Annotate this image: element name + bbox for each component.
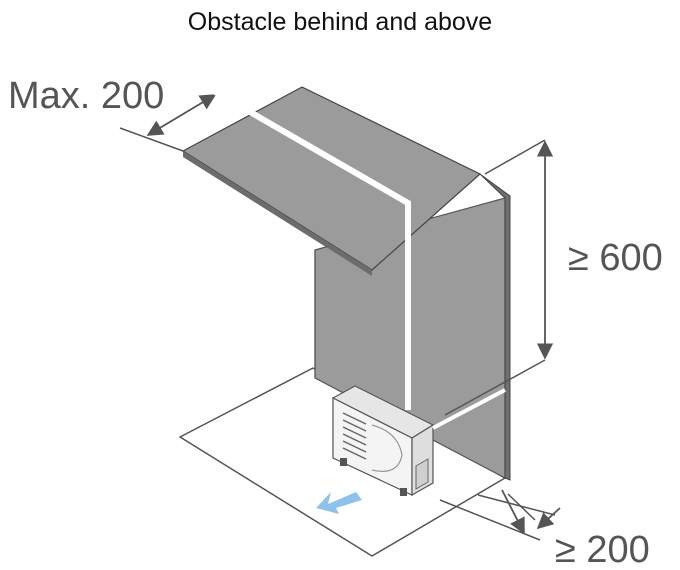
front-min-label: ≥ 200 — [555, 529, 650, 570]
overhang-max-label: Max. 200 — [8, 75, 164, 117]
height-lower-extension — [444, 359, 546, 416]
back-wall-edge — [479, 173, 511, 481]
front-extension-line-2 — [439, 499, 541, 541]
top-obstacle-front-edge — [183, 151, 372, 276]
overhang-dimension-arrow — [146, 94, 217, 136]
airflow-arrow-icon — [316, 492, 362, 514]
height-upper-extension — [484, 139, 546, 175]
height-min-label: ≥ 600 — [568, 237, 663, 279]
front-extension-line-1 — [477, 494, 556, 516]
front-dimension-arrow — [507, 493, 536, 521]
outdoor-unit-icon — [331, 385, 435, 497]
overhang-extension-line — [119, 127, 184, 152]
diagram-title: Obstacle behind and above — [188, 8, 492, 36]
